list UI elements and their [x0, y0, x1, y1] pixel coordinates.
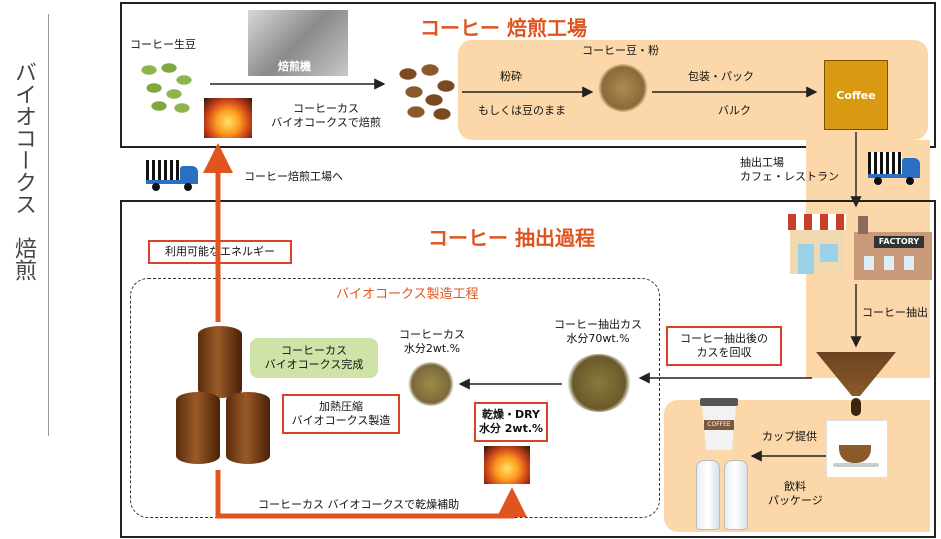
- bottle-left-icon: [696, 460, 720, 530]
- biocoke-complete-box: コーヒーカス バイオコークス完成: [250, 338, 378, 378]
- factory-sign: FACTORY: [874, 236, 924, 248]
- roaster-label: 焙煎機: [278, 60, 311, 73]
- drink-package-label: 飲料 パッケージ: [768, 480, 823, 508]
- factory-icon: FACTORY: [854, 214, 932, 280]
- green-beans-label: コーヒー生豆: [130, 38, 196, 51]
- coffee-package: Coffee: [824, 60, 888, 130]
- press-line2: バイオコークス製造: [291, 414, 391, 427]
- spent-grounds-line1: コーヒー抽出カス: [554, 318, 642, 331]
- spent-grounds-label: コーヒー抽出カス 水分70wt.%: [548, 318, 648, 346]
- packaging-label: 包装・パック: [688, 70, 754, 83]
- bulk-label: バルク: [718, 104, 751, 117]
- collect-grounds-box: コーヒー抽出後の カスを回収: [666, 326, 782, 366]
- biocoke-barrels-icon: [168, 326, 278, 476]
- biocoke-complete-line1: コーヒーカス: [281, 344, 347, 357]
- roasting-title: コーヒー 焙煎工場: [420, 16, 587, 40]
- ground-coffee-icon: [598, 64, 648, 112]
- collect-grounds-line1: コーヒー抽出後の: [680, 332, 768, 345]
- paper-cup-label: COFFEE: [704, 420, 734, 430]
- paper-cup-icon: COFFEE: [700, 398, 738, 450]
- dried-grounds-line1: コーヒーカス: [399, 328, 465, 341]
- drink-package-line2: パッケージ: [768, 494, 823, 507]
- coffee-package-label: Coffee: [836, 88, 876, 102]
- extraction-site-line1: 抽出工場: [740, 156, 784, 169]
- collect-grounds-line2: カスを回収: [696, 346, 752, 359]
- dried-grounds-icon: [408, 362, 454, 406]
- dried-grounds-line2: 水分2wt.%: [403, 342, 461, 355]
- spent-grounds-line2: 水分70wt.%: [566, 332, 630, 345]
- roaster-machine-image: [248, 10, 348, 76]
- dry-fire-icon: [484, 446, 530, 484]
- extract-label: コーヒー抽出: [862, 306, 928, 319]
- dry-line1: 乾燥・DRY: [482, 408, 540, 421]
- spent-grounds-icon: [566, 354, 632, 412]
- dried-grounds-label: コーヒーカス 水分2wt.%: [392, 328, 472, 356]
- green-beans-icon: [134, 58, 196, 116]
- extraction-site-label: 抽出工場 カフェ・レストラン: [740, 156, 839, 184]
- side-title: バイオコークス 焙煎: [11, 61, 36, 281]
- grind-label: 粉砕: [500, 70, 522, 83]
- coffee-drip-icon: [851, 398, 861, 416]
- roast-grounds-line2: バイオコークスで焙煎: [271, 116, 381, 129]
- bottle-right-icon: [724, 460, 748, 530]
- dry-box: 乾燥・DRY 水分 2wt.%: [474, 402, 548, 442]
- roasted-beans-icon: [392, 60, 456, 122]
- arrow-dry-assist: [215, 470, 527, 519]
- biocoke-process-label: バイオコークス製造工程: [336, 287, 479, 302]
- cafe-icon: [788, 214, 846, 274]
- coffee-cup-image: [826, 420, 888, 478]
- beans-powder-label: コーヒー豆・粉: [582, 44, 659, 57]
- truck-right-icon: [868, 152, 922, 186]
- drink-package-line1: 飲料: [784, 480, 806, 493]
- roast-grounds-line1: コーヒーカス: [293, 102, 359, 115]
- extraction-site-line2: カフェ・レストラン: [740, 170, 839, 183]
- press-line1: 加熱圧縮: [319, 400, 363, 413]
- side-divider: [48, 14, 49, 436]
- dry-line2: 水分 2wt.%: [478, 422, 544, 435]
- to-roasting-label: コーヒー焙煎工場へ: [244, 170, 343, 183]
- extraction-title: コーヒー 抽出過程: [428, 226, 595, 250]
- fire-icon: [204, 98, 252, 138]
- biocoke-complete-line2: バイオコークス完成: [264, 358, 364, 371]
- whole-beans-label: もしくは豆のまま: [478, 104, 566, 117]
- cup-label: カップ提供: [762, 430, 817, 443]
- dry-assist-label: コーヒーカス バイオコークスで乾燥補助: [258, 498, 460, 511]
- truck-left-icon: [146, 160, 200, 191]
- roast-grounds-label: コーヒーカス バイオコークスで焙煎: [266, 102, 386, 130]
- press-box: 加熱圧縮 バイオコークス製造: [282, 394, 400, 434]
